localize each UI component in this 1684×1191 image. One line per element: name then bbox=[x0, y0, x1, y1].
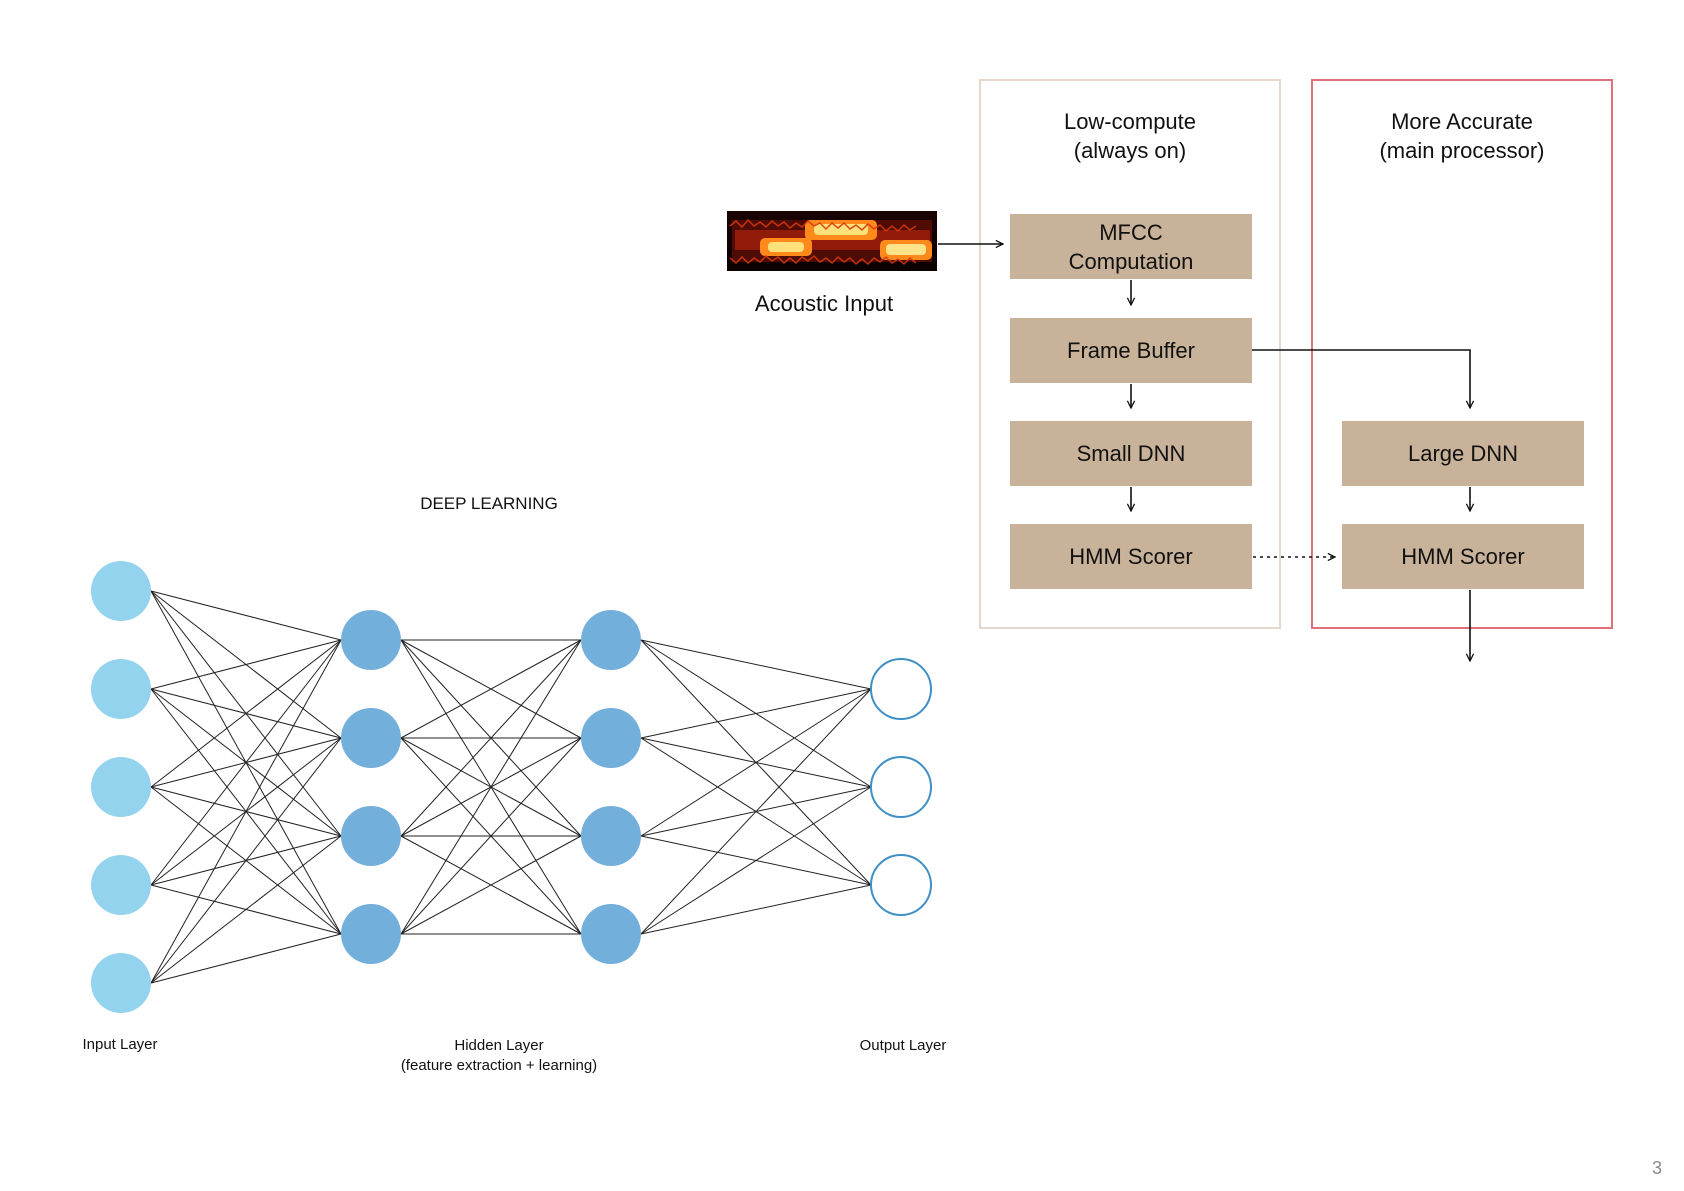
network-edges bbox=[150, 590, 872, 984]
hidden-node bbox=[581, 610, 641, 670]
arrow-buffer-to-large-dnn bbox=[1252, 349, 1470, 408]
input-node bbox=[91, 561, 151, 621]
hmm-scorer-accurate-label: HMM Scorer bbox=[1401, 544, 1524, 569]
hidden-node bbox=[341, 904, 401, 964]
low-compute-title-line2: (always on) bbox=[1074, 138, 1186, 163]
network-edge bbox=[150, 639, 342, 690]
network-edge bbox=[150, 639, 342, 984]
low-compute-panel bbox=[979, 79, 1281, 629]
output-node bbox=[870, 756, 932, 818]
network-edge bbox=[400, 835, 582, 935]
output-node bbox=[870, 854, 932, 916]
large-dnn-box: Large DNN bbox=[1342, 421, 1584, 486]
hidden-layer-label-line1: Hidden Layer bbox=[454, 1037, 543, 1054]
hidden-node bbox=[341, 806, 401, 866]
mfcc-computation-box: MFCC Computation bbox=[1010, 214, 1252, 279]
mfcc-label-line2: Computation bbox=[1069, 249, 1194, 274]
network-edge bbox=[150, 933, 342, 984]
spectrogram-image bbox=[727, 211, 937, 271]
small-dnn-box: Small DNN bbox=[1010, 421, 1252, 486]
input-node bbox=[91, 659, 151, 719]
low-compute-title-line1: Low-compute bbox=[1064, 109, 1196, 134]
pipeline-diagram: Low-compute (always on) More Accurate (m… bbox=[727, 79, 1613, 661]
network-edge bbox=[400, 639, 582, 739]
hidden-node bbox=[581, 904, 641, 964]
network-edge bbox=[640, 639, 872, 690]
network-edge bbox=[640, 688, 872, 739]
hmm-scorer-accurate-box: HMM Scorer bbox=[1342, 524, 1584, 589]
neural-network-diagram: DEEP LEARNING Input Layer Hidden Layer (… bbox=[82, 494, 946, 1074]
hidden-node bbox=[581, 708, 641, 768]
network-edge bbox=[150, 737, 342, 984]
large-dnn-label: Large DNN bbox=[1408, 441, 1518, 466]
network-edge bbox=[640, 688, 872, 837]
page-number: 3 bbox=[1652, 1158, 1662, 1178]
network-edge bbox=[150, 835, 342, 984]
network-edge bbox=[640, 884, 872, 935]
network-edge bbox=[640, 786, 872, 935]
frame-buffer-box: Frame Buffer bbox=[1010, 318, 1252, 383]
network-edge bbox=[150, 590, 342, 641]
network-edge bbox=[400, 639, 582, 935]
hmm-scorer-low-label: HMM Scorer bbox=[1069, 544, 1192, 569]
network-edge bbox=[150, 639, 342, 788]
small-dnn-label: Small DNN bbox=[1077, 441, 1186, 466]
network-edge bbox=[400, 737, 582, 935]
input-node bbox=[91, 757, 151, 817]
output-layer-label: Output Layer bbox=[860, 1037, 947, 1054]
input-node bbox=[91, 953, 151, 1013]
accurate-panel bbox=[1311, 79, 1613, 629]
output-node bbox=[870, 658, 932, 720]
acoustic-input-label: Acoustic Input bbox=[755, 291, 893, 316]
network-edge bbox=[400, 639, 582, 837]
hidden-node bbox=[581, 806, 641, 866]
mfcc-label-line1: MFCC bbox=[1099, 220, 1163, 245]
network-edge bbox=[640, 688, 872, 935]
hidden-layer-label-line2: (feature extraction + learning) bbox=[401, 1057, 597, 1074]
frame-buffer-label: Frame Buffer bbox=[1067, 338, 1195, 363]
accurate-title-line1: More Accurate bbox=[1391, 109, 1533, 134]
hmm-scorer-low-box: HMM Scorer bbox=[1010, 524, 1252, 589]
input-layer-label: Input Layer bbox=[82, 1036, 157, 1053]
network-edge bbox=[150, 639, 342, 886]
deep-learning-title: DEEP LEARNING bbox=[420, 494, 558, 513]
accurate-title-line2: (main processor) bbox=[1379, 138, 1544, 163]
network-nodes bbox=[91, 561, 932, 1013]
hidden-node bbox=[341, 610, 401, 670]
hidden-node bbox=[341, 708, 401, 768]
input-node bbox=[91, 855, 151, 915]
